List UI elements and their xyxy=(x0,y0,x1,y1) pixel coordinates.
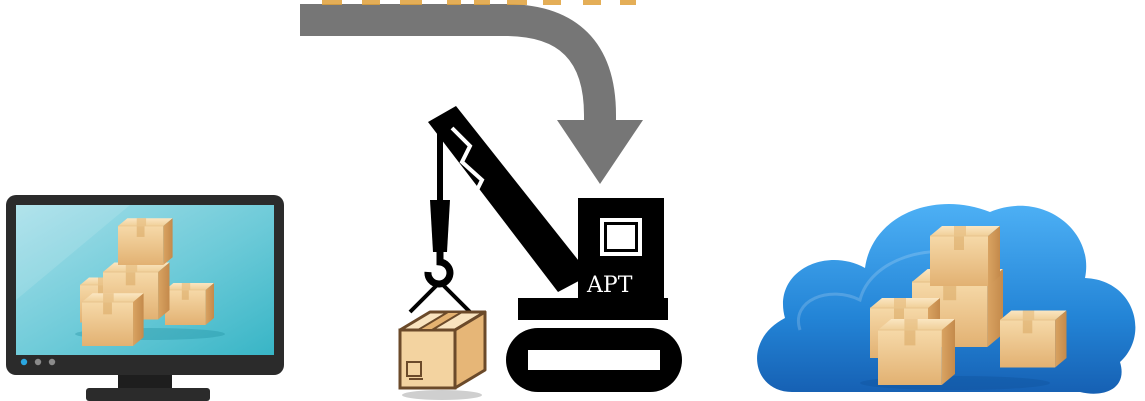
curved-arrow-icon xyxy=(300,0,643,184)
crane-icon: APT xyxy=(408,106,682,392)
crane-label: APT xyxy=(586,273,633,298)
package-box-icon xyxy=(398,310,487,400)
desktop-monitor-icon xyxy=(6,195,284,401)
cloud-icon xyxy=(757,204,1136,394)
box-stack-icon xyxy=(75,217,225,347)
box-stack-icon xyxy=(860,225,1067,390)
